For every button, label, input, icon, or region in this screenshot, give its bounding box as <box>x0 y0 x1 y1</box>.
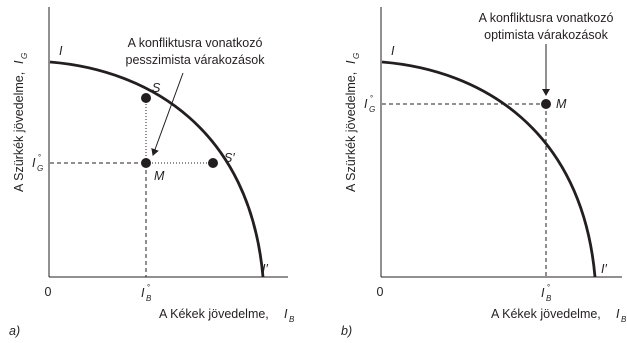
panel-b-point-m <box>541 99 551 109</box>
svg-text:B: B <box>146 294 152 303</box>
svg-text:°: ° <box>370 94 373 103</box>
panel-a-x-tick-label: I ° B <box>141 283 152 303</box>
panel-b-curve-end-label: I′ <box>601 262 607 276</box>
svg-text:B: B <box>546 294 552 303</box>
svg-text:A Szürkék jövedelme,: A Szürkék jövedelme, <box>12 72 26 192</box>
panel-a-annotation-arrow <box>151 72 184 156</box>
svg-text:°: ° <box>147 283 150 292</box>
svg-text:I: I <box>32 156 36 170</box>
panel-b-annotation-line2: optimista várakozások <box>484 28 608 42</box>
panel-a-label-s-prime: S′ <box>224 151 235 165</box>
panel-a-origin-label: 0 <box>45 285 52 299</box>
panel-b-x-tick-label: I ° B <box>541 283 552 303</box>
panel-a-frontier-curve <box>49 60 265 278</box>
svg-text:I: I <box>541 286 545 300</box>
panel-b-label: b) <box>341 324 352 338</box>
svg-text:A Kékek jövedelme,: A Kékek jövedelme, <box>491 307 601 321</box>
panel-a-x-axis-title: A Kékek jövedelme, I B <box>159 307 295 324</box>
svg-text:I: I <box>284 307 288 321</box>
panel-b-x-axis-title: A Kékek jövedelme, I B <box>491 307 627 324</box>
panel-b-frontier-curve <box>381 60 597 278</box>
panel-b-label-m: M <box>556 97 567 111</box>
svg-text:°: ° <box>38 153 41 162</box>
panel-b-y-tick-label: I ° G <box>364 94 375 114</box>
panel-b-y-axis-title: A Szürkék jövedelme, I G <box>344 53 361 192</box>
panel-a-point-m <box>141 158 151 168</box>
svg-text:B: B <box>289 315 295 324</box>
panel-a-label-m: M <box>154 169 165 183</box>
panel-a-y-axis-title: A Szürkék jövedelme, I G <box>12 53 29 192</box>
svg-text:A Kékek jövedelme,: A Kékek jövedelme, <box>159 307 269 321</box>
svg-text:I: I <box>616 307 620 321</box>
panel-a-curve-start-label: I <box>59 44 63 58</box>
panel-a-point-s <box>141 93 151 103</box>
panel-b-curve-start-label: I <box>391 44 395 58</box>
svg-text:A Szürkék jövedelme,: A Szürkék jövedelme, <box>344 72 358 192</box>
panel-a-label-s: S <box>152 81 161 95</box>
panel-a-point-s-prime <box>208 158 218 168</box>
panel-a-y-tick-label: I ° G <box>32 153 43 173</box>
svg-text:I: I <box>344 60 358 64</box>
panel-a-annotation-line1: A konfliktusra vonatkozó <box>128 36 263 50</box>
panel-a-curve-end-label: I′ <box>262 262 268 276</box>
svg-text:°: ° <box>547 283 550 292</box>
svg-text:G: G <box>352 53 361 59</box>
svg-text:I: I <box>364 97 368 111</box>
panel-a-label: a) <box>9 324 20 338</box>
panel-b-origin-label: 0 <box>377 285 384 299</box>
svg-text:G: G <box>20 53 29 59</box>
svg-text:I: I <box>141 286 145 300</box>
panel-a-annotation-line2: pesszimista várakozások <box>126 53 266 67</box>
svg-text:I: I <box>12 60 26 64</box>
svg-text:G: G <box>37 164 43 173</box>
panel-b: A konfliktusra vonatkozó optimista várak… <box>341 7 627 338</box>
panel-a: A konfliktusra vonatkozó pesszimista vár… <box>9 7 295 338</box>
svg-text:B: B <box>621 315 627 324</box>
svg-text:G: G <box>369 105 375 114</box>
panel-b-annotation-line1: A konfliktusra vonatkozó <box>479 11 614 25</box>
